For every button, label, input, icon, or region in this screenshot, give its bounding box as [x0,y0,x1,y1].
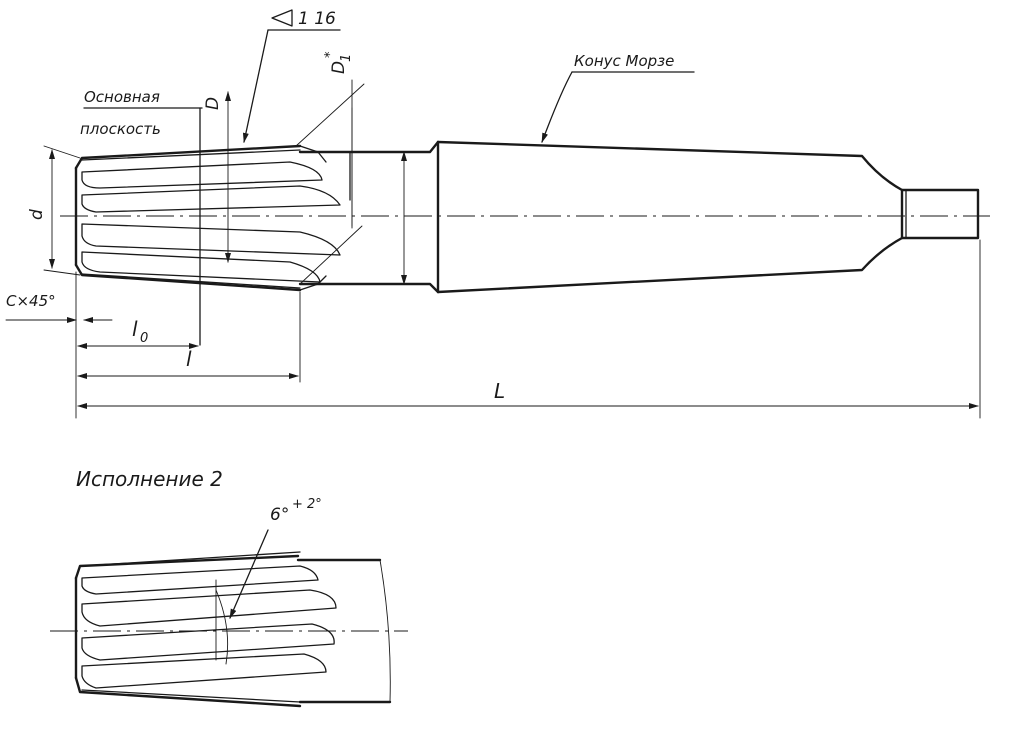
d-large-dimension: D [203,91,231,263]
base-plane-callout: Основная плоскость [80,88,203,138]
d-small-label: d [27,209,47,220]
tang [900,188,980,240]
d1-sub: 1 [339,54,354,62]
d-large-label: D [203,97,223,110]
chamfer-dimension: C×45° [5,292,113,323]
l-label: l [186,347,192,371]
d1-label: D [329,61,349,74]
l0-sub: 0 [140,331,148,346]
d1-dimension: D 1 * [295,51,365,285]
total-length-dimension: L [77,379,979,409]
taper-callout: 1 16 [242,9,341,143]
morse-callout: Конус Морзе [541,52,695,143]
neck [298,140,440,294]
total-length-label: L [494,379,505,403]
angle-tolerance: + 2° [292,497,322,512]
morse-label: Конус Морзе [574,52,674,70]
cutting-part [74,144,341,292]
taper-label: 1 16 [298,9,336,29]
angle-label: 6° [270,505,289,525]
l0-dimension: l 0 [77,317,199,349]
taper-triangle-icon [271,9,293,27]
base-plane-label-line2: плоскость [80,120,161,138]
base-plane-label-line1: Основная [84,88,160,106]
chamfer-label: C×45° [6,292,56,310]
morse-taper-shank [436,140,904,294]
l-dimension: l [77,347,299,379]
d-small-dimension: d [27,145,81,276]
angle-callout: 6° + 2° [215,497,322,665]
variant2-view: Исполнение 2 6° + 2° [50,467,408,708]
variant2-title: Исполнение 2 [76,467,223,491]
l0-label: l [132,317,138,341]
main-view: D D 1 * 1 16 Основная плоскость [5,9,990,419]
d1-sup: * [323,51,338,58]
